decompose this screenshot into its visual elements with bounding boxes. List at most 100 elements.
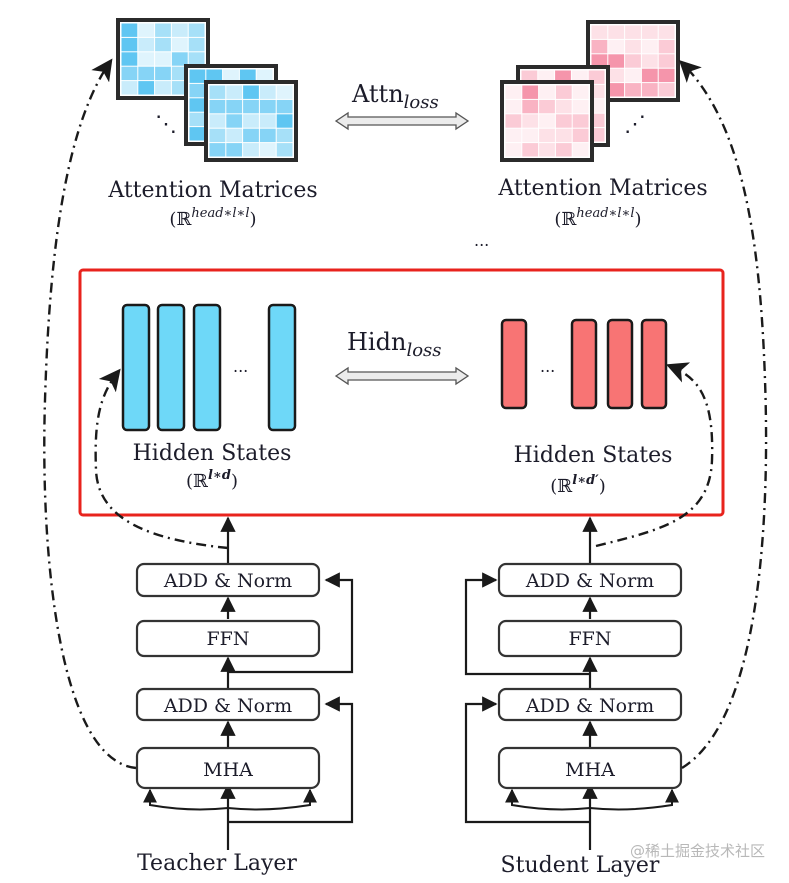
teacher-add-norm-1 [135,687,321,722]
teacher-hidden-states [121,303,297,432]
student-attention-dim-base: (ℝ [554,209,577,230]
student-layer: ADD & Norm FFN ADD & Norm MHA Student La… [464,516,683,878]
attention-cell [572,143,589,157]
student-mha-key-arrow [505,788,591,811]
student-residual-2 [464,572,590,676]
teacher-hidden-label: Hidden States [133,441,292,466]
student-hidden-vector [570,318,598,410]
hidden-loss-sub: loss [406,340,441,361]
teacher-hidden-dim: (ℝl∗d) [186,468,238,492]
attention-cell [625,68,641,83]
attention-cell [572,85,589,99]
attention-cell [539,85,555,99]
student-hidden-vector [500,318,528,410]
attention-cell [572,99,589,114]
teacher-ffn [135,619,321,658]
attention-cell [243,114,259,128]
teacher-attention-link [43,58,137,770]
attention-cell [121,66,138,81]
attention-cell [256,69,273,83]
attention-cell [522,128,539,143]
attention-cell [572,128,589,143]
student-attention-dim-close: ) [635,209,642,230]
attention-cell [189,98,206,112]
teacher-layer: ADD & Norm FFN ADD & Norm MHA Teacher La… [135,516,354,876]
attention-cell [209,99,226,114]
attention-cell [209,143,226,157]
attention-cell [189,127,206,141]
teacher-attention-dim-base: (ℝ [169,209,192,230]
attention-cell [243,128,259,143]
student-attention-dim-sup: head∗l∗l [576,206,634,221]
teacher-residual-1 [228,696,354,824]
teacher-add-norm-2 [135,562,321,598]
attention-cell [539,128,555,143]
teacher-attention-ellipsis: ⋱ [155,112,177,137]
attention-cell [641,39,658,54]
attention-cell [625,25,641,39]
attention-cell [171,66,188,81]
attention-cell [209,128,226,143]
attention-cell [259,85,276,99]
student-layer-label: Student Layer [501,853,660,878]
attention-cell [658,68,675,83]
attention-cell [608,83,625,97]
between-layers-ellipsis: ... [474,231,489,250]
attention-cell [505,85,522,99]
attention-cell [641,25,658,39]
attention-cell [259,143,276,157]
student-add-norm-1-label: ADD & Norm [525,695,654,717]
attention-cell [641,54,658,68]
attention-cell [555,114,572,128]
attention-cell [209,85,226,99]
teacher-hidden-vector [192,303,222,432]
student-hidden-label: Hidden States [514,443,673,468]
attention-cell [608,54,625,68]
attention-cell [206,69,223,83]
attention-cell [121,37,138,52]
attention-cell [276,128,293,143]
attention-cell [189,112,206,127]
attention-cell [539,143,555,157]
attention-cell [171,37,188,52]
teacher-ffn-label: FFN [207,628,250,650]
attention-cell [171,81,188,95]
teacher-hidden-link [94,368,229,550]
attention-cell [138,37,155,52]
attention-cell [555,143,572,157]
teacher-add-norm-1-label: ADD & Norm [163,695,292,717]
attention-cell [155,81,171,95]
attention-cell [138,81,155,95]
teacher-add-norm-2-label: ADD & Norm [163,570,292,592]
attention-cell [226,99,243,114]
attention-cell [591,25,608,39]
attention-cell [522,99,539,114]
teacher-residual-2 [228,572,354,674]
student-hidden-vector [606,318,634,410]
attention-cell [259,128,276,143]
attention-cell [505,114,522,128]
attention-cell [522,114,539,128]
attention-cell [209,114,226,128]
attention-cell [522,143,539,157]
attention-cell [243,143,259,157]
attention-cell [276,85,293,99]
attention-cell [121,81,138,95]
attention-cell [608,39,625,54]
teacher-attention-dim-sup: head∗l∗l [191,206,249,221]
attention-cell [555,85,572,99]
attention-cell [641,68,658,83]
teacher-hidden-dim-sup: l∗d [208,468,231,483]
attention-cell [539,99,555,114]
attention-cell [555,128,572,143]
attention-cell [572,114,589,128]
teacher-hidden-dim-base: (ℝ [186,471,209,492]
attention-cell [276,143,293,157]
attention-cell [171,52,188,66]
attention-loss-label: Attnloss [351,80,439,113]
student-ffn-label: FFN [569,628,612,650]
attention-cell [658,83,675,97]
attention-cell [505,128,522,143]
student-add-norm-2-label: ADD & Norm [525,570,654,592]
attention-cell [226,114,243,128]
